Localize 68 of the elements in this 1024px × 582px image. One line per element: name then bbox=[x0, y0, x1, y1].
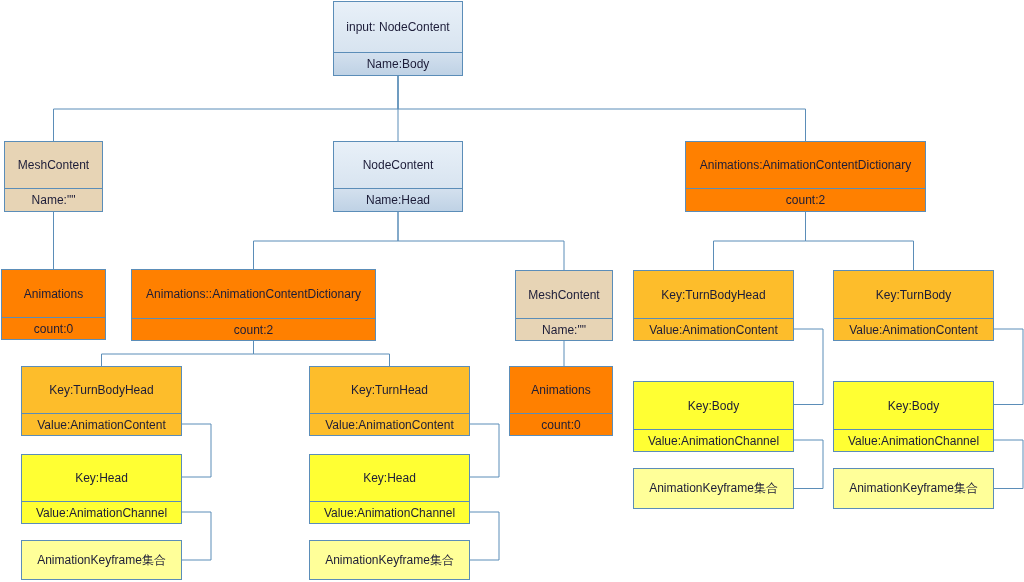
class-box bbox=[515, 270, 613, 341]
class-box bbox=[633, 468, 794, 509]
attribute-text: Name:Head bbox=[366, 193, 430, 207]
class-box bbox=[309, 454, 470, 524]
connector-line bbox=[181, 423, 212, 478]
class-name: AnimationKeyframe集合 bbox=[849, 480, 978, 497]
class-name: MeshContent bbox=[528, 287, 600, 302]
attribute-text: Value:AnimationContent bbox=[325, 417, 454, 432]
class-name: MeshContent bbox=[17, 158, 90, 172]
class-box bbox=[131, 269, 376, 341]
class-name: Key:Body bbox=[887, 398, 940, 413]
class-name: Key:TurnBody bbox=[875, 287, 952, 302]
connector-line bbox=[469, 511, 500, 561]
attribute-text: count:0 bbox=[33, 321, 74, 336]
attribute-text: Name:"" bbox=[31, 193, 76, 207]
attribute-text: count:2 bbox=[785, 193, 826, 207]
class-name: Key:TurnBodyHead bbox=[661, 287, 766, 302]
class-box bbox=[509, 366, 613, 436]
class-box bbox=[833, 468, 994, 509]
connector-line bbox=[993, 439, 1024, 489]
class-box bbox=[21, 454, 182, 524]
class-box bbox=[333, 1, 463, 76]
connector-line bbox=[469, 423, 500, 478]
class-name: Key:Head bbox=[75, 471, 128, 485]
class-box bbox=[833, 270, 994, 341]
attribute-text: Name:"" bbox=[542, 322, 586, 337]
attribute-text: Value:AnimationChannel bbox=[647, 433, 780, 448]
class-name: Animations::AnimationContentDictionary bbox=[146, 287, 361, 301]
class-box bbox=[309, 366, 470, 436]
connector-line bbox=[993, 328, 1024, 405]
class-name: AnimationKeyframe集合 bbox=[325, 551, 454, 569]
connector-line bbox=[793, 328, 824, 405]
connector-line bbox=[53, 211, 54, 270]
connector-line bbox=[397, 211, 565, 271]
attribute-text: Value:AnimationContent bbox=[37, 417, 166, 432]
class-box bbox=[21, 366, 182, 436]
connector-line bbox=[563, 340, 565, 367]
attribute-text: Value:AnimationChannel bbox=[323, 505, 456, 520]
class-box bbox=[833, 381, 994, 452]
attribute-text: count:0 bbox=[541, 417, 581, 432]
class-name: input: NodeContent bbox=[346, 20, 450, 34]
class-name: Key:TurnHead bbox=[351, 383, 428, 397]
connector-line bbox=[793, 439, 824, 489]
class-name: NodeContent bbox=[362, 158, 434, 172]
class-name: Animations bbox=[23, 286, 84, 301]
class-box bbox=[1, 269, 106, 340]
class-box bbox=[633, 270, 794, 341]
class-box bbox=[685, 141, 926, 212]
class-box bbox=[21, 540, 182, 580]
class-box bbox=[333, 141, 463, 212]
attribute-text: Value:AnimationChannel bbox=[847, 433, 980, 448]
class-name: Key:Body bbox=[687, 398, 740, 413]
class-name: Key:TurnBodyHead bbox=[49, 383, 154, 397]
attribute-text: Value:AnimationContent bbox=[649, 322, 778, 337]
attribute-text: Value:AnimationContent bbox=[849, 322, 978, 337]
class-name: Key:Head bbox=[363, 471, 416, 485]
attribute-text: Name:Body bbox=[366, 57, 430, 71]
class-box bbox=[309, 540, 470, 580]
class-name: Animations bbox=[531, 383, 591, 397]
attribute-text: Value:AnimationChannel bbox=[35, 505, 168, 520]
connector-line bbox=[397, 75, 806, 142]
class-box bbox=[633, 381, 794, 452]
class-name: AnimationKeyframe集合 bbox=[37, 551, 166, 569]
class-name: Animations:AnimationContentDictionary bbox=[699, 158, 912, 172]
class-name: AnimationKeyframe集合 bbox=[649, 480, 778, 497]
connector-line bbox=[181, 511, 212, 561]
class-box bbox=[4, 141, 103, 212]
attribute-text: count:2 bbox=[233, 322, 274, 337]
